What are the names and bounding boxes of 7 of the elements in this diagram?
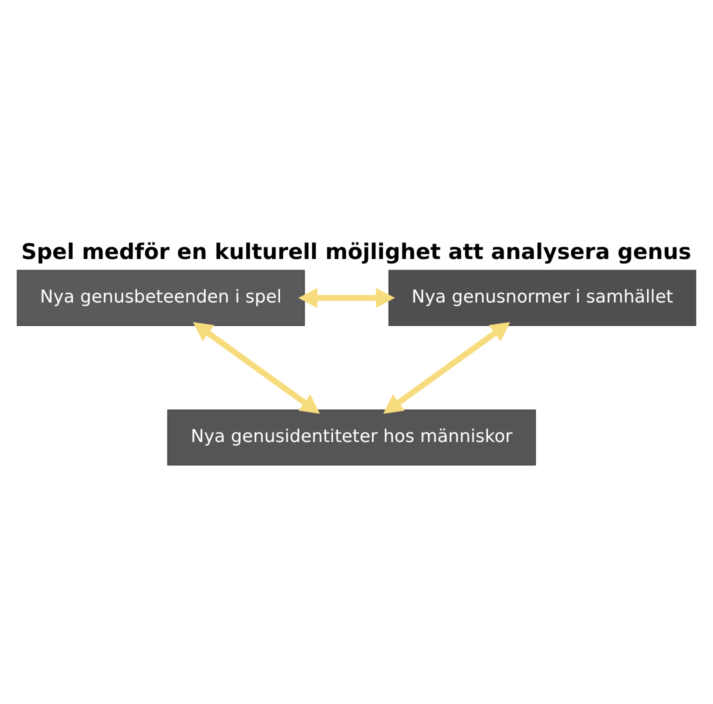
arrow (298, 288, 396, 308)
node-box: Nya genusidentiteter hos människor (167, 410, 536, 466)
node-box: Nya genusbeteenden i spel (16, 270, 305, 326)
diagram-title: Spel medför en kulturell möjlighet att analysera genus (21, 240, 692, 266)
arrow (383, 322, 510, 414)
arrow (192, 322, 320, 414)
node-box: Nya genusnormer i samhället (388, 270, 696, 326)
